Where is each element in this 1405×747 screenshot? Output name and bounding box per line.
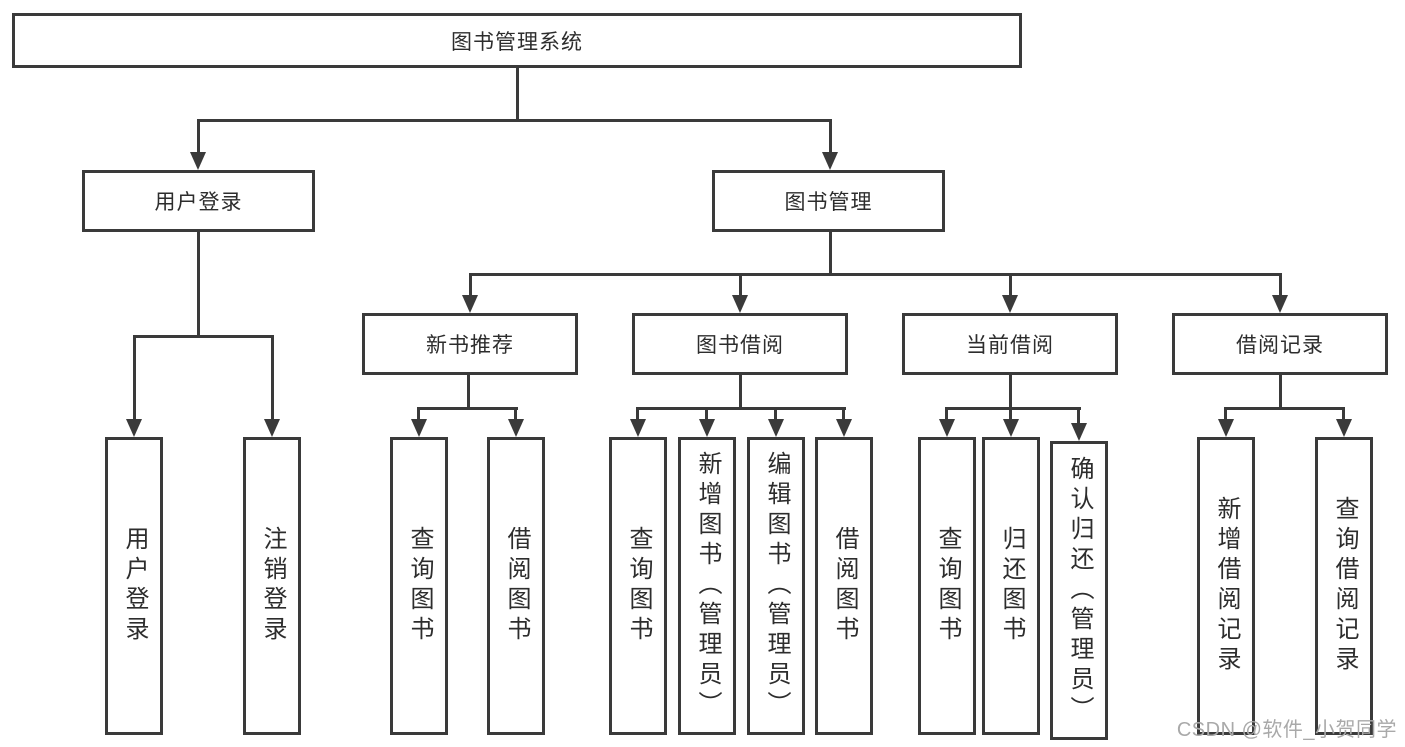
node-query-borrow-record: 查询借阅记录 xyxy=(1315,437,1373,735)
node-label: 归还图书 xyxy=(998,526,1025,646)
node-label: 查询图书 xyxy=(625,526,652,646)
connector-leaf-drop xyxy=(1224,407,1227,421)
node-label: 图书管理系统 xyxy=(451,30,583,54)
connector-login-rail xyxy=(133,335,274,338)
node-user-login: 用户登录 xyxy=(82,170,315,232)
arrow-down-icon xyxy=(699,419,715,437)
connector-to-current xyxy=(1009,273,1012,297)
connector-login-stub xyxy=(197,232,200,335)
arrow-down-icon xyxy=(190,152,206,170)
connector-leaf-drop xyxy=(842,407,845,421)
arrow-down-icon xyxy=(768,419,784,437)
arrow-down-icon xyxy=(264,419,280,437)
node-label: 查询借阅记录 xyxy=(1331,496,1358,676)
connector-borrowmod-rail xyxy=(636,407,846,410)
connector-level2-rail xyxy=(469,273,1282,276)
arrow-down-icon xyxy=(1218,419,1234,437)
node-label: 新增图书（管理员） xyxy=(694,451,721,721)
connector-leaf-drop xyxy=(417,407,420,421)
connector-leaf-drop xyxy=(1077,407,1080,423)
node-label: 查询图书 xyxy=(406,526,433,646)
node-confirm-return-admin: 确认归还（管理员） xyxy=(1050,441,1108,740)
csdn-watermark: CSDN @软件_小贺同学 xyxy=(1176,719,1397,741)
connector-current-rail xyxy=(945,407,1081,410)
arrow-down-icon xyxy=(1336,419,1352,437)
connector-to-mgmt xyxy=(829,119,832,156)
arrow-down-icon xyxy=(836,419,852,437)
node-label: 借阅记录 xyxy=(1236,334,1324,357)
node-query-books-recommend: 查询图书 xyxy=(390,437,448,735)
node-label: 注销登录 xyxy=(259,526,286,646)
arrow-down-icon xyxy=(411,419,427,437)
connector-to-records xyxy=(1279,273,1282,297)
connector-leaf-drop xyxy=(636,407,639,421)
node-user-login-leaf: 用户登录 xyxy=(105,437,163,735)
node-add-borrow-record: 新增借阅记录 xyxy=(1197,437,1255,735)
node-label: 用户登录 xyxy=(121,526,148,646)
node-add-books-admin: 新增图书（管理员） xyxy=(678,437,736,735)
connector-to-login-leaf1 xyxy=(133,335,136,421)
connector-newrec-stub xyxy=(467,375,470,407)
connector-to-borrowmod xyxy=(739,273,742,297)
connector-borrowmod-stub xyxy=(739,375,742,407)
node-query-books-borrow: 查询图书 xyxy=(609,437,667,735)
node-book-management: 图书管理 xyxy=(712,170,945,232)
node-label: 用户登录 xyxy=(154,191,243,214)
node-library-management-system: 图书管理系统 xyxy=(12,13,1022,68)
node-label: 当前借阅 xyxy=(966,334,1054,357)
arrow-down-icon xyxy=(1272,295,1288,313)
node-query-books-current: 查询图书 xyxy=(918,437,976,735)
connector-mgmt-stub xyxy=(829,232,832,273)
node-borrow-books-recommend: 借阅图书 xyxy=(487,437,545,735)
connector-to-login-leaf2 xyxy=(271,335,274,421)
node-borrowing-records: 借阅记录 xyxy=(1172,313,1388,375)
connector-leaf-drop xyxy=(1342,407,1345,421)
node-label: 确认归还（管理员） xyxy=(1066,455,1093,726)
node-return-books: 归还图书 xyxy=(982,437,1040,735)
connector-leaf-drop xyxy=(945,407,948,421)
connector-root-stub xyxy=(516,68,519,119)
arrow-down-icon xyxy=(508,419,524,437)
connector-records-rail xyxy=(1224,407,1345,410)
node-label: 新增借阅记录 xyxy=(1213,496,1240,676)
arrow-down-icon xyxy=(1002,295,1018,313)
connector-leaf-drop xyxy=(1009,407,1012,421)
connector-newrec-rail xyxy=(417,407,518,410)
node-edit-books-admin: 编辑图书（管理员） xyxy=(747,437,805,735)
arrow-down-icon xyxy=(939,419,955,437)
connector-leaf-drop xyxy=(705,407,708,421)
node-label: 新书推荐 xyxy=(426,334,514,357)
node-label: 查询图书 xyxy=(934,526,961,646)
connector-to-newrec xyxy=(469,273,472,297)
arrow-down-icon xyxy=(630,419,646,437)
connector-level1-rail xyxy=(197,119,832,122)
node-label: 编辑图书（管理员） xyxy=(763,451,790,721)
arrow-down-icon xyxy=(126,419,142,437)
node-current-borrowing: 当前借阅 xyxy=(902,313,1118,375)
connector-records-stub xyxy=(1279,375,1282,407)
connector-current-stub xyxy=(1009,375,1012,407)
node-label: 借阅图书 xyxy=(503,526,530,646)
arrow-down-icon xyxy=(1003,419,1019,437)
node-borrow-books: 借阅图书 xyxy=(815,437,873,735)
arrow-down-icon xyxy=(462,295,478,313)
node-label: 图书管理 xyxy=(784,191,873,214)
node-new-book-recommendation: 新书推荐 xyxy=(362,313,578,375)
node-logout-leaf: 注销登录 xyxy=(243,437,301,735)
connector-to-login xyxy=(197,119,200,156)
connector-leaf-drop xyxy=(514,407,517,421)
arrow-down-icon xyxy=(732,295,748,313)
node-label: 借阅图书 xyxy=(831,526,858,646)
arrow-down-icon xyxy=(1071,423,1087,441)
connector-leaf-drop xyxy=(774,407,777,421)
node-label: 图书借阅 xyxy=(696,334,784,357)
node-book-borrowing: 图书借阅 xyxy=(632,313,848,375)
arrow-down-icon xyxy=(822,152,838,170)
